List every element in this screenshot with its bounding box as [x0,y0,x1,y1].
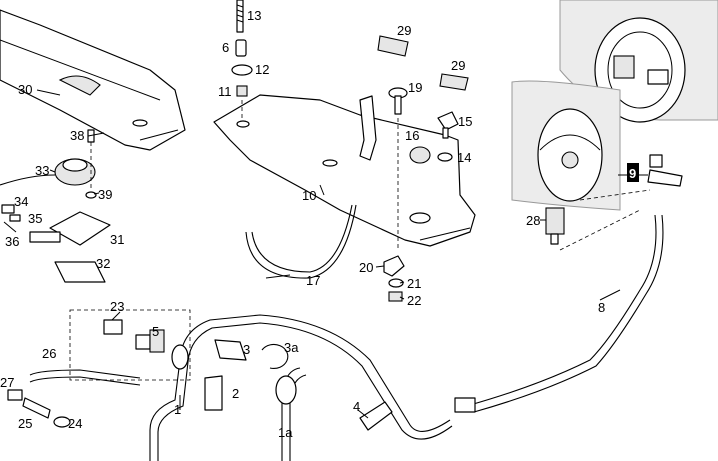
callout-39: 39 [98,187,112,202]
grommet-16 [409,146,431,164]
hose-8 [469,214,657,406]
callout-31: 31 [110,232,124,247]
nut-22 [388,291,403,302]
fitting-23 [103,319,123,335]
callout-1: 1 [174,402,181,417]
callout-12: 12 [255,62,269,77]
callout-22: 22 [407,293,421,308]
callout-3: 3 [243,342,250,357]
callout-24: 24 [68,416,82,431]
callout-14: 14 [457,150,471,165]
upper-bracket-30 [0,9,186,151]
connector-5 [135,329,165,353]
callout-13: 13 [247,8,261,23]
callout-3a: 3a [284,340,299,355]
callout-32: 32 [96,256,110,271]
mount-31 [29,211,111,246]
washer-21 [388,278,404,288]
mounting-plate-10 [213,94,476,247]
callout-34: 34 [14,194,28,209]
callout-4: 4 [353,399,360,414]
svg-text:9: 9 [629,166,636,181]
gas-cylinder-lower [511,80,621,211]
callout-20: 20 [359,260,373,275]
bolt-19 [388,87,408,115]
callout-10: 10 [302,188,316,203]
stud-13 [236,0,244,33]
assembly-outline [69,309,191,381]
callout-21: 21 [407,276,421,291]
callout-11: 11 [218,84,232,99]
tube-26 [29,369,141,379]
callout-25: 25 [18,416,32,431]
callout-26: 26 [42,346,56,361]
callout-6: 6 [222,40,229,55]
pipe-1 [149,314,451,461]
callout-27: 27 [0,375,14,390]
grommet-12 [231,64,253,76]
nozzle-27-25 [7,389,51,419]
callout-19: 19 [408,80,422,95]
clamp-24 [53,416,71,428]
callout-28: 28 [526,213,540,228]
callout-8: 8 [598,300,605,315]
callout-33: 33 [35,163,49,178]
callout-9-highlight: 9 [627,163,639,182]
callout-17: 17 [306,273,320,288]
callout-36: 36 [5,234,19,249]
callout-29b: 29 [451,58,465,73]
callout-5: 5 [152,324,159,339]
callout-38: 38 [70,128,84,143]
callout-23: 23 [110,299,124,314]
regulator-28 [545,207,565,245]
clip-3 [214,339,247,361]
ring-3a [261,343,289,369]
knob-15 [437,111,459,139]
spacer-6 [235,39,247,57]
callout-2: 2 [232,386,239,401]
bracket-32 [54,261,106,283]
elbow-9 [647,154,683,187]
callout-30: 30 [18,82,32,97]
clamp-4 [359,401,393,431]
nut-11 [236,85,248,97]
washer-39 [85,191,97,199]
regulator-33 [54,158,96,186]
label-plate-29b [439,73,469,91]
washer-14 [437,152,453,162]
callout-15: 15 [458,114,472,129]
strap-17 [245,204,357,279]
callout-16: 16 [405,128,419,143]
bracket-2 [204,375,223,411]
callout-35: 35 [28,211,42,226]
callout-1a: 1a [278,425,293,440]
label-plate-29a [377,35,409,57]
callout-29a: 29 [397,23,411,38]
fittings-34-36 [1,204,21,233]
clip-20 [383,255,405,277]
